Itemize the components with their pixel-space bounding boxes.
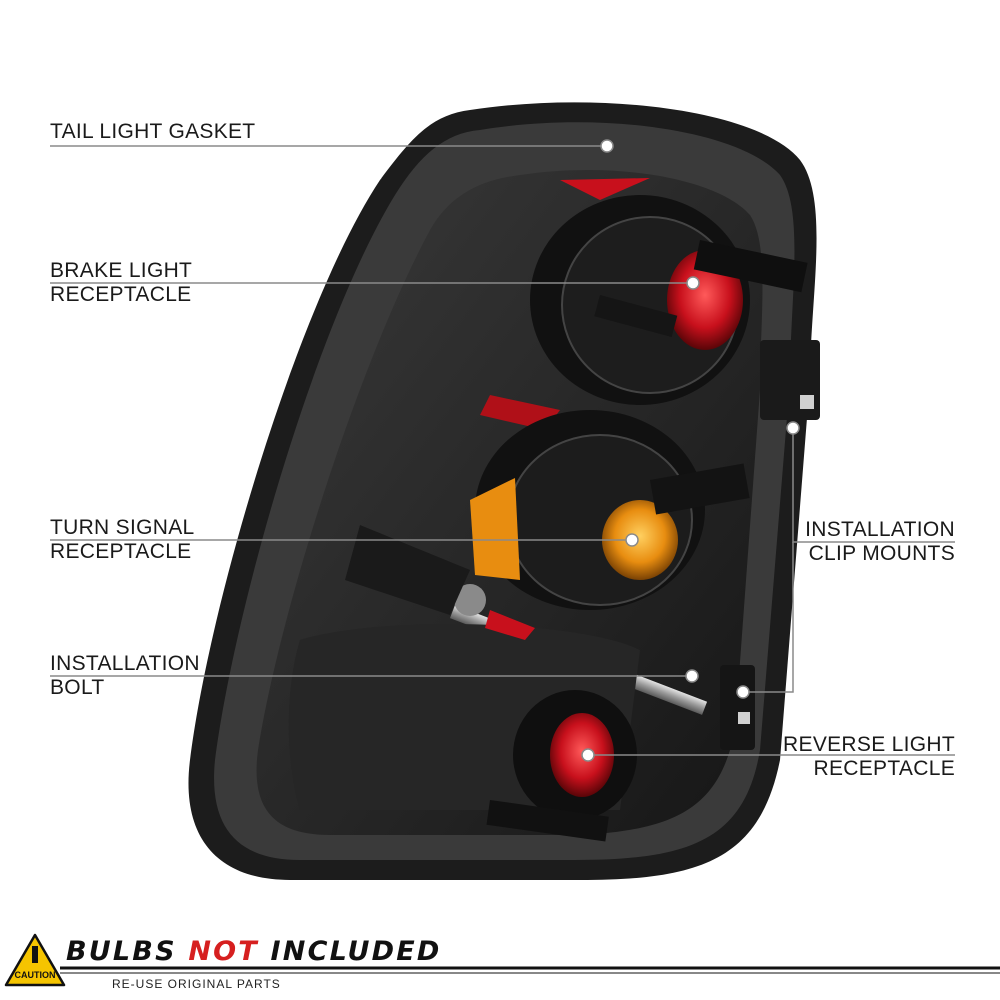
dot-turn	[625, 533, 639, 547]
label-installation-bolt: INSTALLATION BOLT	[50, 652, 200, 699]
leader-clip-lower	[743, 542, 794, 693]
bulbs-not-included-banner: BULBS NOT INCLUDED	[66, 936, 442, 967]
dot-gasket	[600, 139, 614, 153]
dot-clip-lower	[736, 685, 750, 699]
banner-subtitle: RE-USE ORIGINAL PARTS	[112, 977, 281, 991]
leader-lines	[50, 145, 955, 756]
callout-dots	[581, 139, 800, 762]
turn-amber-side	[470, 478, 520, 580]
dot-reverse	[581, 748, 595, 762]
caution-icon	[4, 933, 66, 987]
label-brake-light-receptacle: BRAKE LIGHT RECEPTACLE	[50, 259, 193, 306]
label-turn-signal-receptacle: TURN SIGNAL RECEPTACLE	[50, 516, 195, 563]
turn-signal-lens	[602, 500, 678, 580]
label-installation-clip-mounts: INSTALLATION CLIP MOUNTS	[805, 518, 955, 565]
dot-clip-upper	[786, 421, 800, 435]
dot-brake	[686, 276, 700, 290]
label-reverse-light-receptacle: REVERSE LIGHT RECEPTACLE	[783, 733, 955, 780]
label-tail-light-gasket: TAIL LIGHT GASKET	[50, 120, 256, 143]
dot-bolt	[685, 669, 699, 683]
clip-mount-lower	[720, 665, 755, 750]
caution-label: CAUTION	[14, 970, 56, 980]
